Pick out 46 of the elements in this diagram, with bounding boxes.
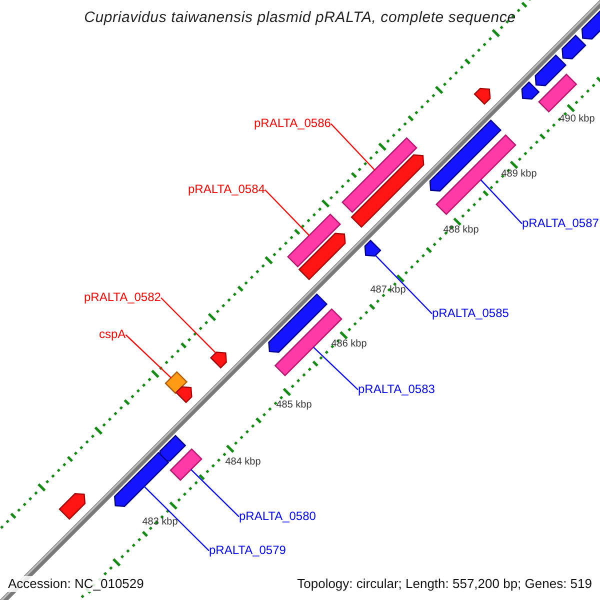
gene-feature — [114, 452, 170, 507]
gene-label: pRALTA_0587 — [522, 216, 599, 230]
title-text: Cupriavidus taiwanensis plasmid pRALTA, complete sequence — [84, 10, 516, 26]
gene-feature — [364, 240, 382, 257]
gene-label: pRALTA_0583 — [358, 382, 435, 396]
gene-feature — [159, 434, 186, 462]
gene-label: cspA — [99, 328, 126, 341]
gene-feature — [474, 88, 491, 105]
gene-feature — [521, 81, 540, 100]
gene-label: pRALTA_0579 — [209, 544, 286, 557]
tick-label: 490 kbp — [559, 114, 595, 124]
gene-feature — [287, 213, 342, 268]
gene-feature — [534, 54, 567, 86]
leader-line — [330, 123, 376, 170]
gene-feature — [175, 386, 192, 404]
gene-feature — [436, 134, 516, 216]
leader-line — [160, 297, 216, 354]
tick-label: 484 kbp — [225, 456, 261, 468]
tick-label: 489 kbp — [501, 168, 537, 180]
gene-label: pRALTA_0582 — [84, 290, 161, 304]
leader-line — [144, 486, 210, 552]
leader-line — [264, 189, 310, 236]
tick-label: 483 kbp — [142, 516, 178, 528]
accession-text: Accession: NC_010529 — [6, 576, 146, 592]
leader-line — [125, 334, 172, 378]
leader-line — [190, 469, 240, 518]
gene-label: pRALTA_0586 — [254, 116, 331, 130]
gene-feature — [268, 293, 328, 353]
gene-feature — [538, 73, 578, 113]
gene-feature — [429, 119, 502, 192]
gene-feature — [341, 137, 418, 214]
summary-text: Topology: circular; Length: 557,200 bp; Genes: 519 — [295, 576, 594, 592]
gene-label: pRALTA_0584 — [188, 182, 265, 196]
tick-label: 488 kbp — [443, 224, 479, 236]
tick-label: 485 kbp — [276, 400, 312, 410]
gene-feature — [164, 371, 188, 394]
gene-feature — [58, 493, 86, 520]
leader-line — [375, 255, 432, 314]
gene-feature — [210, 352, 227, 369]
gene-label: pRALTA_0585 — [432, 306, 509, 320]
gene-feature — [298, 232, 346, 280]
gene-feature — [350, 154, 424, 228]
gene-feature — [562, 34, 586, 60]
tick-label: 487 kbp — [370, 284, 406, 296]
tick-label: 486 kbp — [331, 338, 367, 350]
gene-label: pRALTA_0580 — [239, 510, 316, 523]
